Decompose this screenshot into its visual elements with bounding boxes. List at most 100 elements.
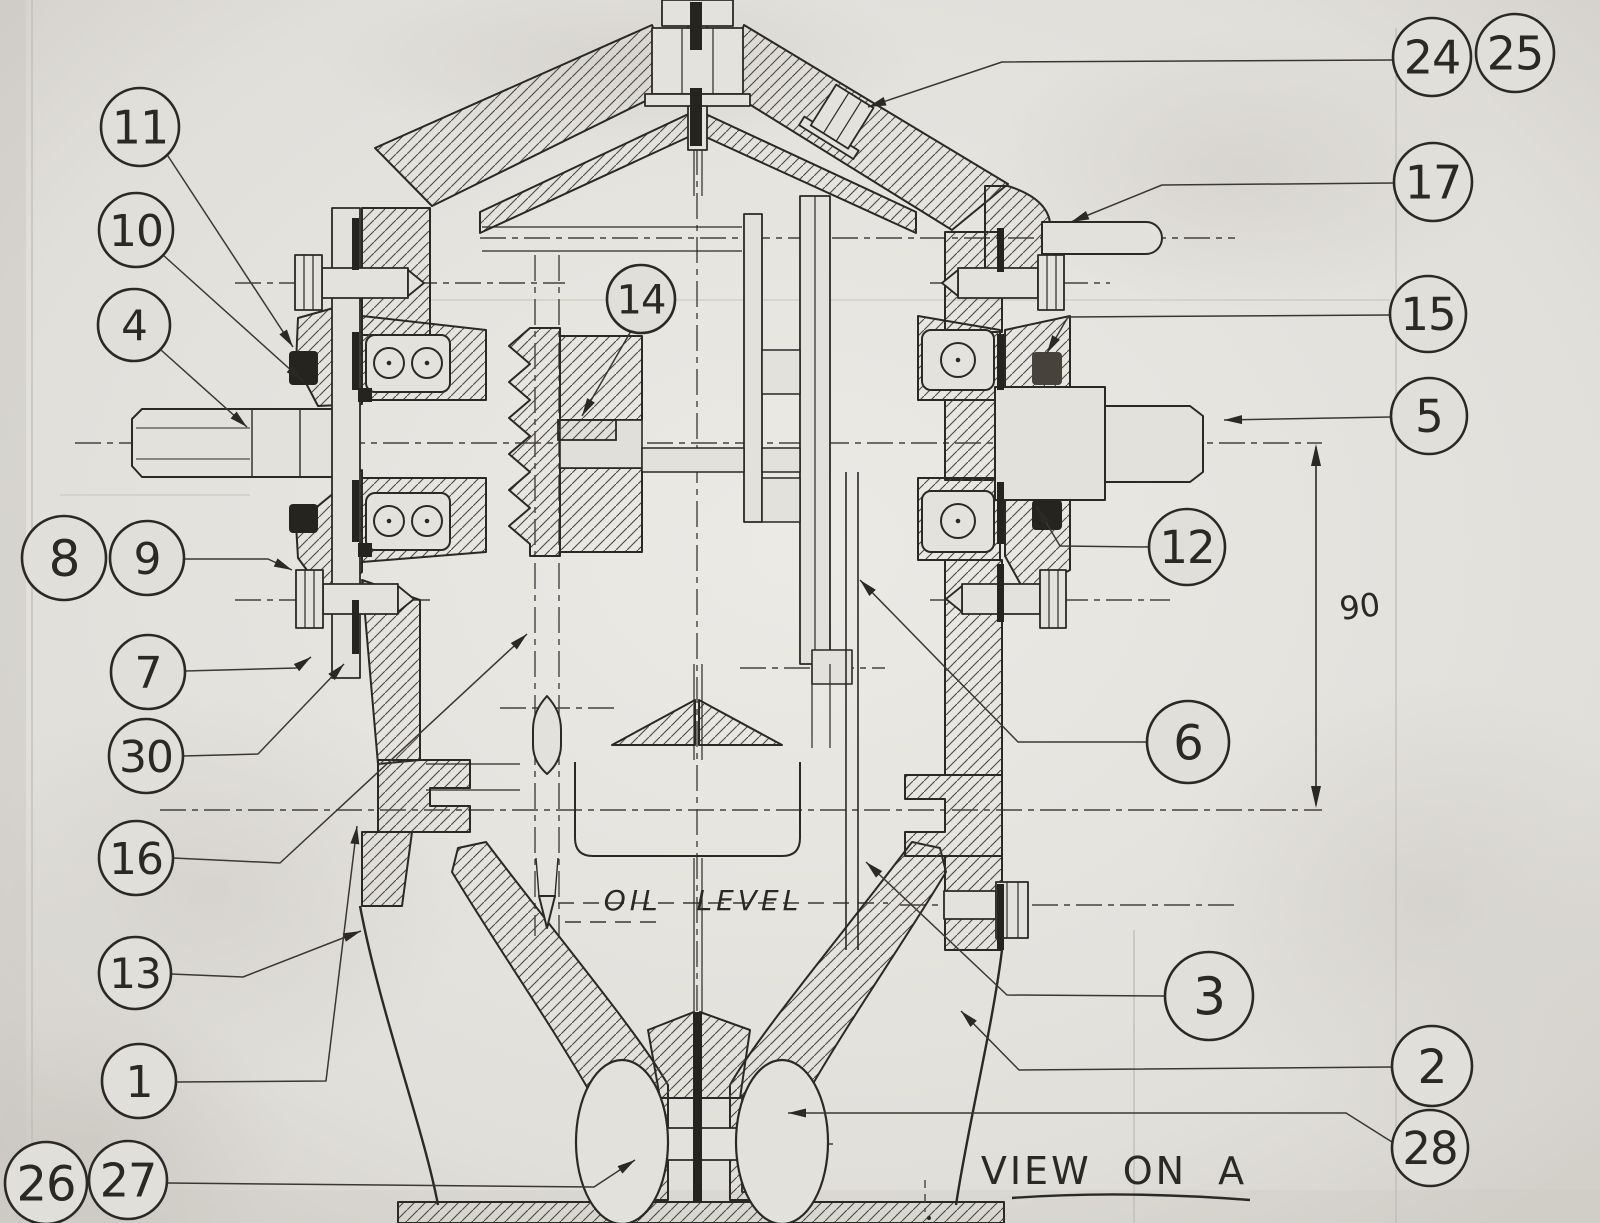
balloon-30: 30 — [107, 663, 345, 795]
balloon-number-16: 16 — [109, 834, 163, 885]
leader-arrow-17 — [1071, 211, 1090, 222]
leader-arrow-10 — [286, 365, 303, 381]
leader-line-4 — [160, 349, 248, 428]
balloon-circle-15 — [1388, 274, 1468, 354]
balloon-number-15: 15 — [1400, 288, 1455, 341]
leader-arrow-13 — [342, 931, 361, 942]
leader-line-11 — [165, 152, 294, 348]
leader-arrow-30 — [328, 664, 344, 681]
balloon-13: 13 — [97, 930, 362, 1011]
balloon-2: 2 — [960, 1010, 1474, 1108]
balloon-number-3: 3 — [1193, 968, 1225, 1028]
leader-arrow-11 — [279, 329, 293, 347]
view-title: VIEW ON A — [981, 1149, 1251, 1202]
balloon-circle-7 — [109, 633, 187, 711]
sprocket-detail — [557, 419, 643, 469]
leader-line-30 — [182, 663, 345, 757]
leader-line-17 — [1070, 182, 1395, 223]
balloon-number-28: 28 — [1402, 1122, 1457, 1175]
balloon-3: 3 — [865, 861, 1255, 1042]
balloon-number-17: 17 — [1405, 156, 1462, 210]
leader-arrow-4 — [230, 411, 247, 427]
balloon-number-7: 7 — [135, 648, 162, 699]
balloon-26: 26 — [3, 1140, 89, 1223]
leader-line-28 — [788, 1112, 1393, 1143]
leader-line-3 — [865, 861, 1166, 997]
balloon-5: 5 — [1223, 376, 1469, 456]
balloon-8: 8 — [20, 514, 108, 602]
input-shaft — [1041, 221, 1163, 255]
leader-line-24 — [867, 59, 1394, 108]
balloon-circle-5 — [1389, 376, 1469, 456]
leader-arrow-5 — [1224, 415, 1243, 425]
balloon-circle-16 — [97, 819, 175, 897]
shafts-and-parts — [131, 150, 1204, 1012]
balloon-12: 12 — [1036, 506, 1227, 587]
balloon-number-24: 24 — [1404, 31, 1461, 85]
leader-arrow-24 — [868, 97, 887, 107]
balloon-25: 25 — [1474, 12, 1556, 94]
balloon-circle-26 — [3, 1140, 89, 1223]
balloon-11: 11 — [99, 86, 294, 348]
construction-lines — [31, 0, 1397, 1223]
balloon-number-8: 8 — [49, 530, 80, 588]
balloon-number-30: 30 — [119, 732, 173, 783]
balloon-4: 4 — [96, 287, 248, 428]
bell-openings — [574, 1058, 830, 1223]
leader-line-10 — [162, 254, 304, 382]
balloon-28: 28 — [788, 1108, 1470, 1188]
right-shaft — [1104, 405, 1204, 483]
balloon-circle-8 — [20, 514, 108, 602]
leader-arrow-16 — [510, 634, 527, 650]
bell-outline — [358, 905, 1004, 1206]
balloon-circle-6 — [1145, 699, 1231, 785]
balloon-circle-13 — [97, 935, 173, 1011]
balloon-number-1: 1 — [126, 1057, 153, 1108]
balloon-number-5: 5 — [1415, 390, 1443, 443]
balloon-number-13: 13 — [109, 949, 160, 998]
balloon-circle-24 — [1391, 16, 1473, 98]
balloon-circle-9 — [108, 519, 186, 597]
balloon-circle-1 — [100, 1042, 178, 1120]
bearings — [365, 329, 995, 553]
leader-arrow-6 — [860, 580, 876, 597]
balloon-circle-3 — [1163, 950, 1255, 1042]
leader-line-13 — [170, 930, 362, 978]
balloon-circle-30 — [107, 717, 185, 795]
balloon-24: 24 — [867, 16, 1473, 108]
balloon-number-10: 10 — [109, 206, 163, 257]
leader-arrow-7 — [293, 657, 311, 672]
balloon-circle-11 — [99, 86, 181, 168]
leader-line-1 — [175, 825, 358, 1083]
balloon-number-4: 4 — [121, 301, 147, 350]
balloon-circle-4 — [96, 287, 172, 363]
leader-arrow-9 — [273, 558, 292, 570]
section-tick — [924, 1180, 931, 1220]
balloon-number-6: 6 — [1173, 715, 1203, 771]
leader-line-6 — [859, 579, 1147, 743]
leader-arrow-14 — [582, 398, 595, 416]
leader-arrow-3 — [866, 862, 883, 878]
balloon-1: 1 — [100, 825, 360, 1120]
balloon-number-2: 2 — [1418, 1040, 1447, 1095]
view-title-underline — [1011, 1193, 1251, 1202]
balloon-circle-10 — [97, 191, 175, 269]
balloon-15: 15 — [1046, 274, 1468, 354]
lower-seal — [289, 504, 318, 533]
balloon-14: 14 — [581, 263, 677, 417]
balloon-circle-28 — [1390, 1108, 1470, 1188]
balloon-9: 9 — [108, 519, 293, 597]
balloon-number-27: 27 — [100, 1154, 157, 1208]
leader-line-16 — [172, 633, 528, 864]
oil-level-label: OIL LEVEL — [604, 884, 803, 917]
balloon-circle-12 — [1147, 507, 1227, 587]
leader-arrow-1 — [350, 826, 360, 845]
leader-arrow-15 — [1047, 335, 1060, 353]
balloon-number-25: 25 — [1487, 27, 1544, 81]
dimension-90: 90 — [1311, 444, 1382, 808]
balloon-number-12: 12 — [1159, 521, 1214, 574]
leader-arrow-28 — [788, 1108, 806, 1118]
balloon-number-26: 26 — [16, 1156, 75, 1212]
